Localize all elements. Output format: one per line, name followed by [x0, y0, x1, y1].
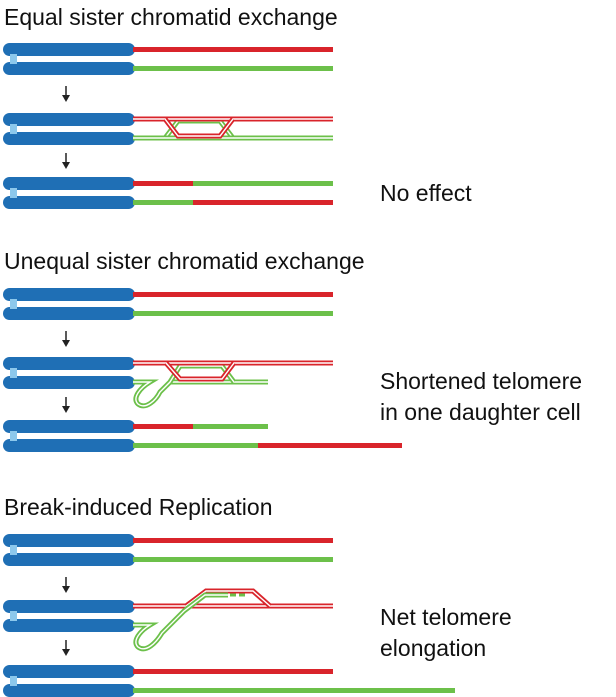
- panel-2-step-2: [3, 357, 333, 409]
- centromere: [10, 676, 17, 686]
- panel-3-step-3: [3, 665, 455, 697]
- panel-3-step-1: [3, 534, 333, 566]
- arrow-down-icon: [62, 153, 70, 169]
- chromatid-bar: [3, 113, 135, 126]
- panel-1-result-line-1: No effect: [380, 180, 472, 206]
- centromere: [10, 54, 17, 64]
- centromere: [10, 299, 17, 309]
- chromatid-bar: [3, 420, 135, 433]
- strand-core: [164, 118, 234, 137]
- strand-core: [133, 594, 228, 650]
- panel-3-title: Break-induced Replication: [4, 494, 273, 520]
- telomere-green-strand: [133, 118, 333, 141]
- panel-3-result-line-1: Net telomere: [380, 604, 512, 630]
- chromatid-bar: [3, 196, 135, 209]
- centromere: [10, 188, 17, 198]
- centromere: [10, 368, 17, 378]
- chromatid-bar: [3, 177, 135, 190]
- strand-core: [165, 362, 235, 380]
- chromatid-bar: [3, 43, 135, 56]
- panel-3-step-2: [3, 588, 333, 652]
- chromatid-bar: [3, 684, 135, 697]
- chromatid-bar: [3, 600, 135, 613]
- arrow-down-icon: [62, 331, 70, 347]
- arrow-down-icon: [62, 397, 70, 413]
- centromere: [10, 611, 17, 621]
- telomere-green-invading: [133, 592, 228, 652]
- strand-core: [133, 365, 235, 407]
- panel-1-step-1: [3, 43, 333, 75]
- chromatid-bar: [3, 307, 135, 320]
- chromatid-bar: [3, 665, 135, 678]
- panel-3-result: Net telomere elongation: [380, 602, 512, 663]
- telomere-green-loop: [133, 363, 236, 409]
- chromatid-bar: [3, 439, 135, 452]
- centromere: [10, 431, 17, 441]
- chromatid-bar: [3, 62, 135, 75]
- panel-1-result: No effect: [380, 178, 472, 209]
- strand-core: [185, 590, 271, 607]
- panel-3-result-line-2: elongation: [380, 634, 487, 661]
- panel-1-step-2: [3, 113, 333, 145]
- panel-1-title: Equal sister chromatid exchange: [4, 4, 338, 30]
- centromere: [10, 545, 17, 555]
- chromatid-bar: [3, 619, 135, 632]
- chromatid-bar: [3, 553, 135, 566]
- arrow-down-icon: [62, 86, 70, 102]
- panel-2-title: Unequal sister chromatid exchange: [4, 248, 365, 274]
- chromatid-bar: [3, 132, 135, 145]
- panel-1-step-3: [3, 177, 333, 209]
- chromatid-bar: [3, 376, 135, 389]
- panel-2-step-1: [3, 288, 333, 320]
- panel-2-result-line-2: in one daughter cell: [380, 398, 581, 425]
- panel-2-result: Shortened telomere in one daughter cell: [380, 366, 582, 427]
- panel-2-result-line-1: Shortened telomere: [380, 368, 583, 394]
- panel-2-step-3: [3, 420, 402, 452]
- arrow-down-icon: [62, 640, 70, 656]
- chromatid-bar: [3, 288, 135, 301]
- arrow-down-icon: [62, 577, 70, 593]
- chromatid-bar: [3, 534, 135, 547]
- centromere: [10, 124, 17, 134]
- chromatid-bar: [3, 357, 135, 370]
